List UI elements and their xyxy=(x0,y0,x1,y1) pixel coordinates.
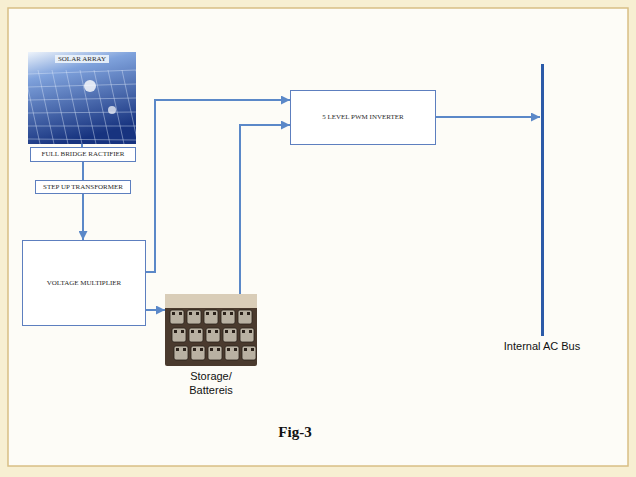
process-box: 5 LEVEL PWM INVERTER xyxy=(290,90,436,145)
process-box: STEP UP TRANSFORMER xyxy=(35,180,131,194)
figure-caption: Fig-3 xyxy=(245,424,345,441)
bus-line xyxy=(541,64,544,336)
flow-arrow xyxy=(82,194,84,240)
flow-arrow xyxy=(436,116,540,118)
flow-arrow xyxy=(146,309,165,311)
box-label: VOLTAGE MULTIPLIER xyxy=(47,279,122,287)
ac-bus-bar: Internal AC Bus xyxy=(492,64,592,354)
node-heading: Internal AC Bus xyxy=(492,340,592,354)
box-label: STEP UP TRANSFORMER xyxy=(43,183,123,191)
battery-picture: Storage/ Battereis xyxy=(165,294,257,398)
inner-panel xyxy=(8,8,628,466)
solar-array-picture: SOLAR ARRAY xyxy=(28,52,136,144)
box-label: 5 LEVEL PWM INVERTER xyxy=(322,113,404,121)
flow-arrow xyxy=(82,162,84,180)
node-heading: SOLAR ARRAY xyxy=(55,55,109,63)
process-box: FULL BRIDGE RACTIFIER xyxy=(30,147,136,162)
solar-panel-illustration xyxy=(28,52,136,144)
battery-illustration xyxy=(165,294,257,366)
flow-arrow xyxy=(240,125,290,294)
box-label: FULL BRIDGE RACTIFIER xyxy=(42,150,125,158)
process-box: VOLTAGE MULTIPLIER xyxy=(22,240,146,326)
node-heading: Storage/ Battereis xyxy=(179,370,243,398)
